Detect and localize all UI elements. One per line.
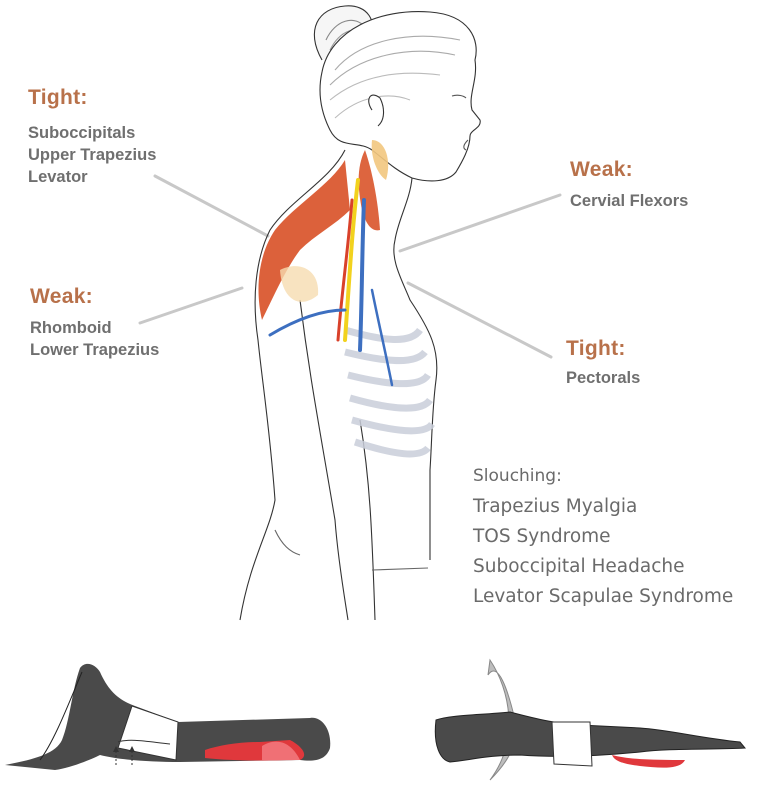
- muscle-pectorals: Pectorals: [566, 369, 641, 387]
- leader-line-weak-right: [398, 193, 562, 253]
- muscle-lower-trapezius: Lower Trapezius: [30, 341, 160, 359]
- muscle-cervical-flexors: Cervial Flexors: [570, 192, 689, 210]
- figure-lying-flat: [434, 658, 747, 781]
- label-group-tight-upper: Tight: Suboccipitals Upper Trapezius Lev…: [28, 86, 156, 188]
- heading-weak-right: Weak:: [570, 158, 633, 181]
- neck-shoulder-muscles: [258, 140, 389, 320]
- nerves-vessels: [268, 178, 394, 387]
- leader-lines: [138, 174, 562, 359]
- figure-knees-bent: [5, 663, 331, 770]
- condition-suboccipital-headache: Suboccipital Headache: [473, 556, 685, 577]
- ribcage: [344, 326, 435, 458]
- slouching-title: Slouching:: [473, 466, 562, 486]
- muscle-suboccipitals: Suboccipitals: [28, 124, 136, 142]
- heading-tight-right: Tight:: [566, 337, 626, 360]
- slouching-conditions: Slouching: Trapezius Myalgia TOS Syndrom…: [473, 466, 733, 612]
- leader-line-weak-left: [138, 286, 244, 325]
- label-group-weak-right: Weak: Cervial Flexors: [570, 158, 688, 212]
- leader-line-tight-right: [406, 281, 553, 359]
- leader-line-tight-upper: [153, 174, 270, 238]
- label-group-tight-right: Tight: Pectorals: [566, 337, 640, 389]
- muscle-rhomboid: Rhomboid: [30, 319, 112, 337]
- muscle-levator: Levator: [28, 168, 88, 186]
- label-group-weak-left: Weak: Rhomboid Lower Trapezius: [30, 285, 159, 361]
- condition-levator-scapulae-syndrome: Levator Scapulae Syndrome: [473, 586, 734, 607]
- woman-figure: [239, 5, 481, 621]
- condition-tos-syndrome: TOS Syndrome: [473, 526, 611, 547]
- muscle-upper-trapezius: Upper Trapezius: [28, 146, 157, 164]
- heading-weak-left: Weak:: [30, 285, 93, 308]
- condition-trapezius-myalgia: Trapezius Myalgia: [473, 496, 638, 517]
- heading-tight-upper: Tight:: [28, 86, 88, 109]
